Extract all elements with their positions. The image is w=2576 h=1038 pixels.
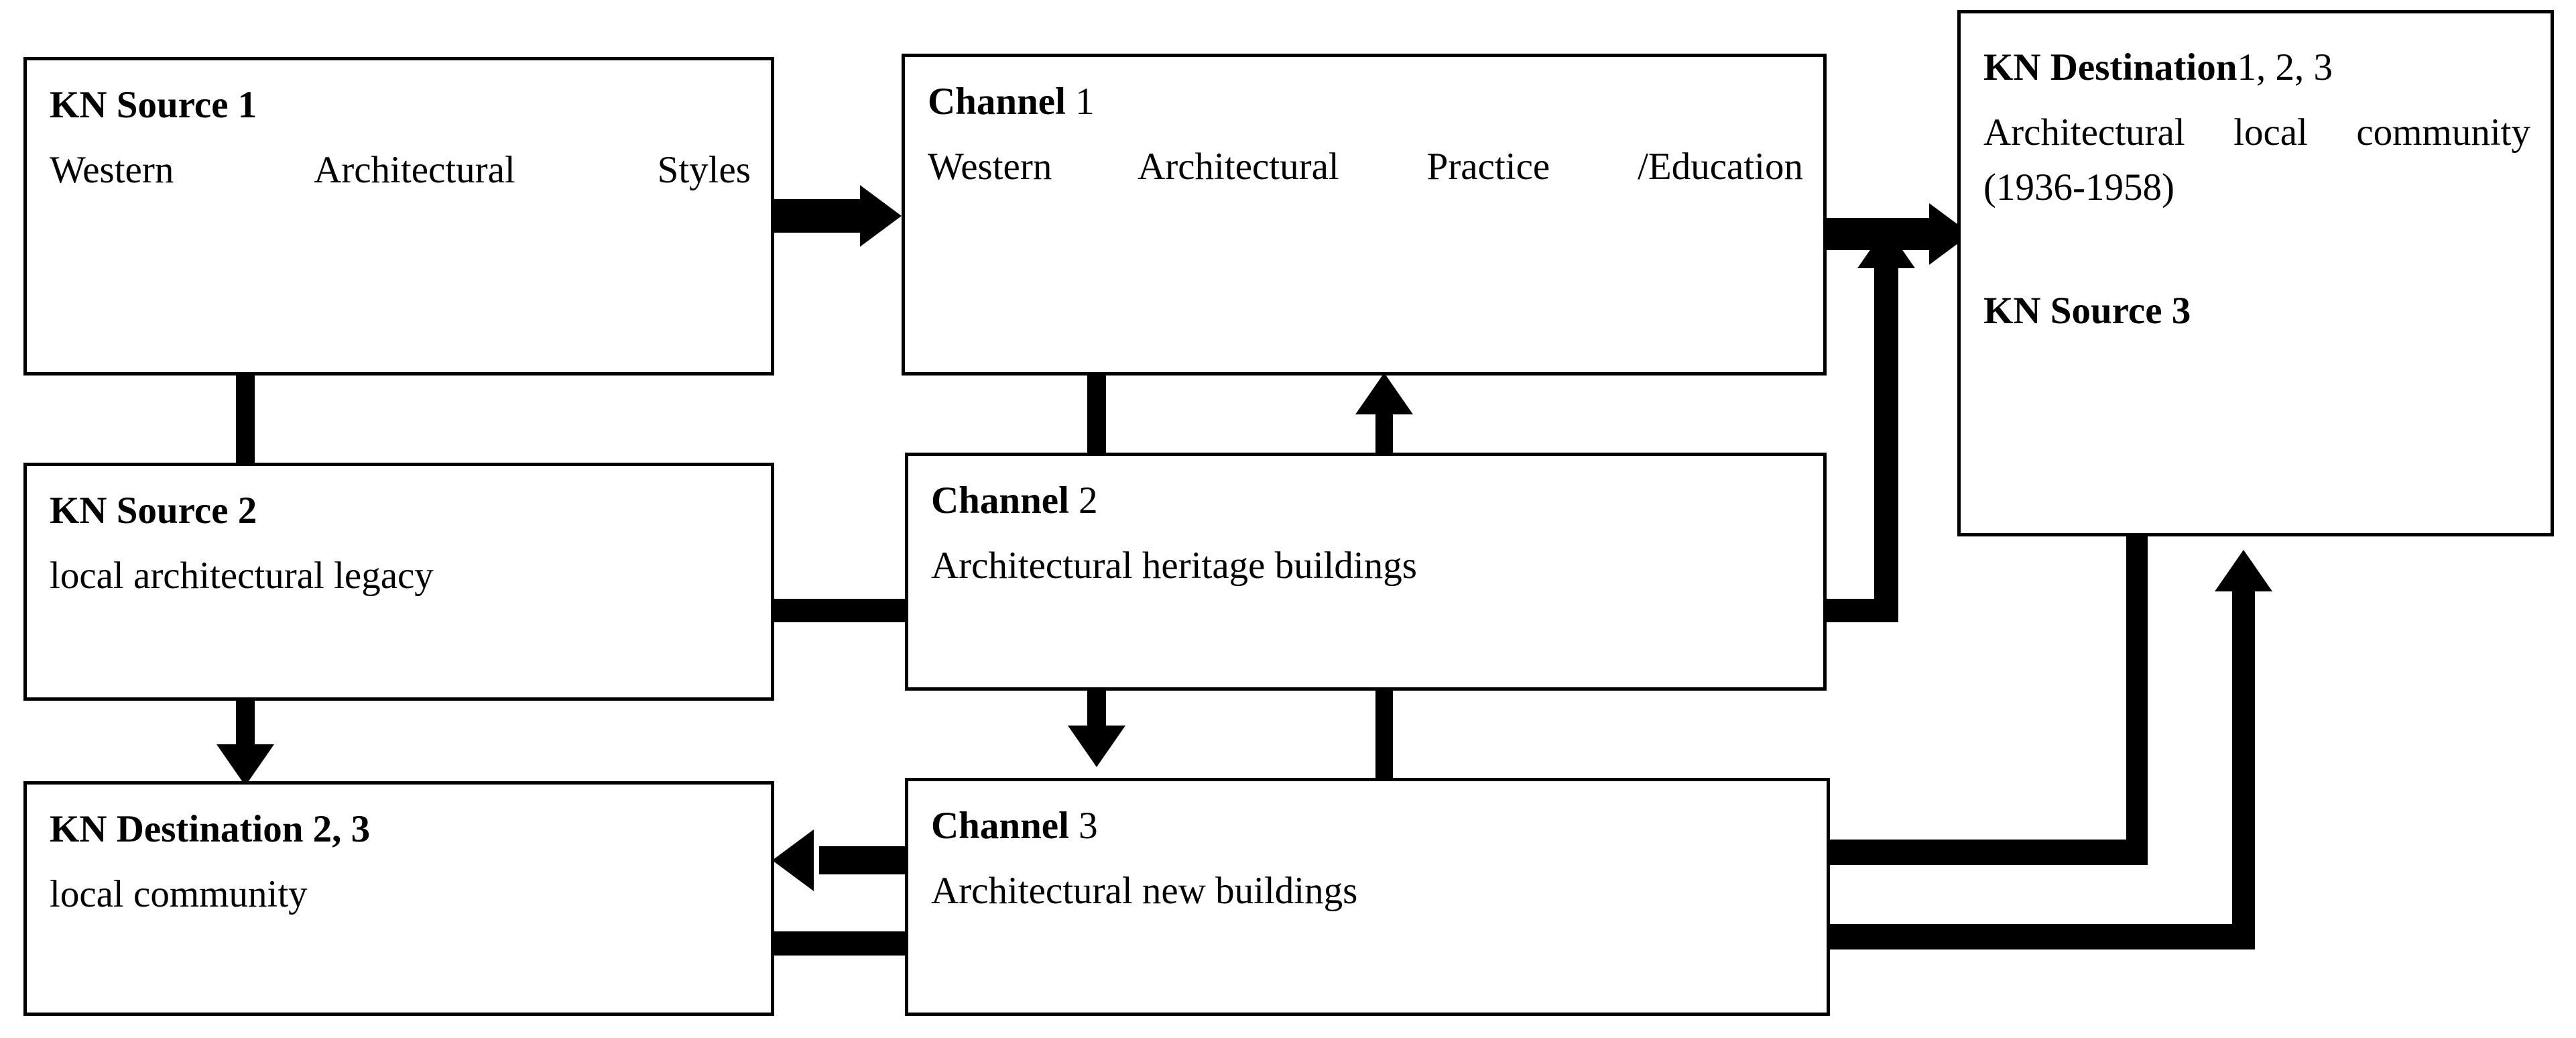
- node-kn-source-1-body: Western Architectural Styles: [50, 148, 751, 191]
- node-channel-3[interactable]: Channel 3 Architectural new buildings: [905, 778, 1830, 1016]
- connector-destination23-to-channel3-shaft: [772, 931, 910, 956]
- connector-destination123-to-channel3-h: [1826, 840, 2148, 865]
- connector-source2-to-destination23-arrowhead: [217, 744, 274, 786]
- node-kn-source-1-title: KN Source 1: [50, 84, 257, 126]
- connector-source1-to-channel1-arrowhead: [860, 185, 902, 247]
- connector-source1-to-channel1-shaft: [774, 199, 868, 233]
- node-channel-3-title: Channel 3: [931, 799, 1806, 854]
- node-kn-source-1[interactable]: KN Source 1 Western Architectural Styles: [23, 57, 774, 376]
- node-kn-destination-123-title-bold: KN Destination: [1983, 46, 2237, 89]
- node-channel-1-title-number: 1: [1075, 80, 1095, 123]
- connector-channel2-to-destination123-h1: [1825, 599, 1898, 622]
- node-channel-2-title-number: 2: [1079, 479, 1098, 522]
- connector-source2-to-destination23-shaft: [236, 698, 255, 753]
- connector-channel2-to-channel3-shaft: [1087, 688, 1106, 730]
- node-channel-1-body: Western Architectural Practice /Educatio…: [928, 145, 1803, 188]
- node-channel-3-title-bold: Channel: [931, 805, 1069, 847]
- connector-channel3-to-destination23-arrowhead: [772, 829, 814, 891]
- connector-channel2-to-channel1-arrowhead: [1355, 373, 1413, 414]
- connector-destination123-to-channel3-v: [2126, 534, 2148, 850]
- connector-channel2-to-channel3-arrowhead: [1068, 726, 1125, 767]
- node-kn-source-2-body: local architectural legacy: [50, 554, 434, 597]
- node-kn-destination-123[interactable]: KN Destination1, 2, 3 Architectural loca…: [1957, 10, 2554, 536]
- connector-channel3-to-destination123-v: [2232, 590, 2255, 932]
- connector-source1-to-source2-shaft: [236, 373, 255, 467]
- node-channel-2[interactable]: Channel 2 Architectural heritage buildin…: [905, 453, 1827, 691]
- node-kn-destination-123-body: Architectural local community (1936-1958…: [1983, 111, 2530, 209]
- node-channel-2-body: Architectural heritage buildings: [931, 544, 1417, 587]
- connector-source2-to-channel2-shaft: [772, 599, 908, 622]
- node-channel-3-title-number: 3: [1079, 805, 1098, 847]
- node-kn-destination-23-title: KN Destination 2, 3: [50, 808, 371, 850]
- node-kn-source-2-title: KN Source 2: [50, 489, 257, 532]
- node-channel-3-body: Architectural new buildings: [931, 869, 1358, 912]
- node-kn-destination-123-title: KN Destination1, 2, 3: [1983, 40, 2530, 96]
- connector-channel1-to-channel2-shaft: [1087, 373, 1106, 457]
- node-channel-1-title: Channel 1: [928, 74, 1803, 130]
- node-kn-destination-123-title-number: 1, 2, 3: [2237, 46, 2333, 89]
- node-kn-source-2[interactable]: KN Source 2 local architectural legacy: [23, 463, 774, 701]
- connector-channel2-to-channel1-shaft: [1375, 410, 1393, 457]
- connector-channel3-to-destination23-shaft: [819, 846, 910, 874]
- connector-channel3-to-destination123-arrowhead: [2215, 550, 2272, 591]
- connector-channel2-to-destination123-h2: [1815, 218, 1943, 250]
- node-kn-destination-23[interactable]: KN Destination 2, 3 local community: [23, 781, 774, 1016]
- connector-channel3-to-destination123-h: [1826, 924, 2255, 949]
- connector-channel3-to-channel2-shaft: [1375, 688, 1393, 782]
- connector-channel2-to-destination123-v: [1874, 267, 1898, 602]
- node-channel-2-title: Channel 2: [931, 473, 1803, 529]
- node-channel-1-title-bold: Channel: [928, 80, 1066, 123]
- node-channel-1[interactable]: Channel 1 Western Architectural Practice…: [902, 54, 1827, 376]
- node-channel-2-title-bold: Channel: [931, 479, 1069, 522]
- node-kn-destination-23-body: local community: [50, 872, 308, 915]
- node-kn-destination-123-subtitle: KN Source 3: [1983, 289, 2191, 332]
